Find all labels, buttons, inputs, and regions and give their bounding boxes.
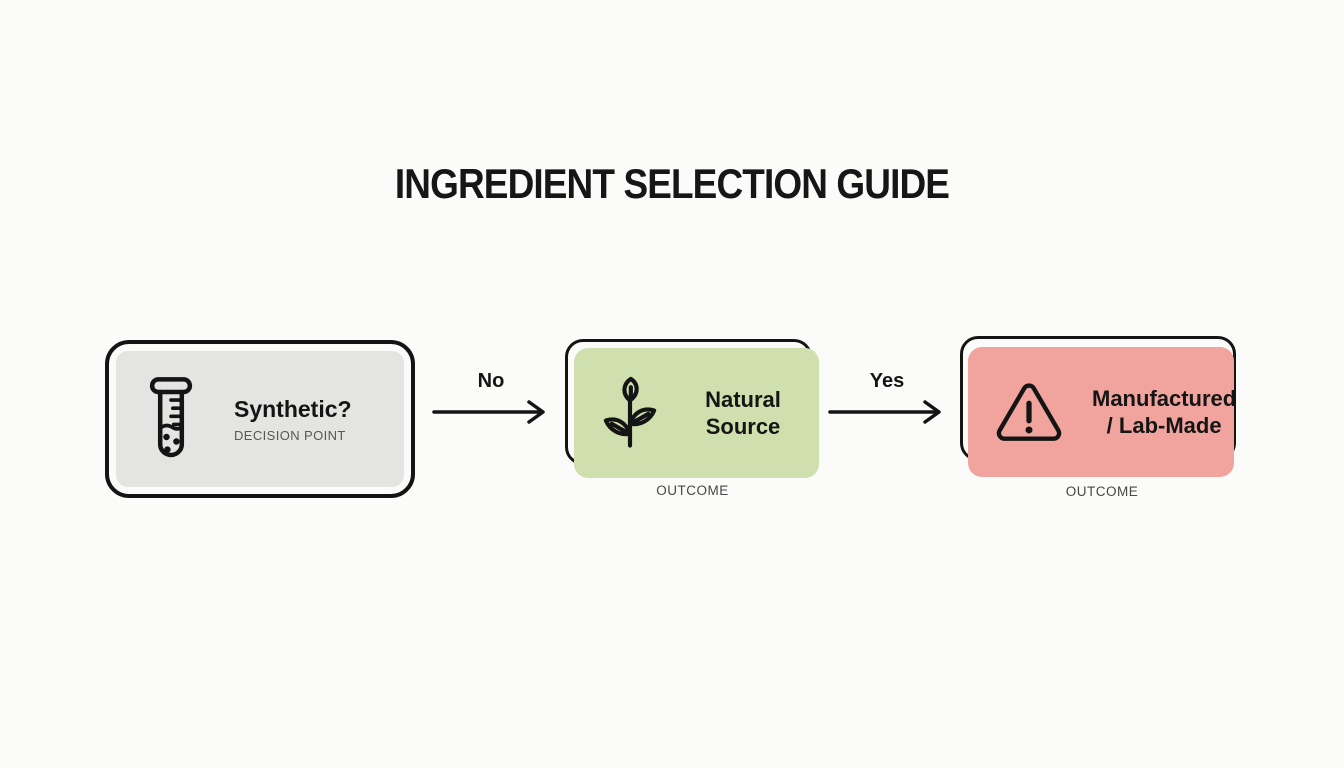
plant-sprout-icon — [600, 375, 660, 451]
natural-label: Natural Source — [705, 387, 781, 439]
decision-text-block: Synthetic? DECISION POINT — [234, 396, 352, 443]
manufactured-caption: OUTCOME — [1065, 484, 1139, 499]
manufactured-node: Manufactured / Lab-Made — [968, 347, 1237, 477]
test-tube-icon — [144, 374, 198, 464]
natural-node: Natural Source — [574, 348, 819, 478]
edge-label-no: No — [477, 370, 505, 392]
page-title: INGREDIENT SELECTION GUIDE — [394, 160, 950, 207]
decision-label: Synthetic? — [234, 395, 352, 422]
arrow-no-icon — [432, 398, 550, 426]
decision-node-frame — [105, 340, 415, 498]
edge-label-yes: Yes — [869, 370, 905, 392]
decision-node: Synthetic? DECISION POINT — [116, 351, 404, 487]
natural-caption: OUTCOME — [656, 483, 729, 498]
warning-triangle-icon — [994, 380, 1064, 444]
manufactured-label: Manufactured / Lab-Made — [1092, 386, 1237, 438]
arrow-yes-icon — [828, 398, 946, 426]
decision-sublabel: DECISION POINT — [234, 427, 346, 443]
